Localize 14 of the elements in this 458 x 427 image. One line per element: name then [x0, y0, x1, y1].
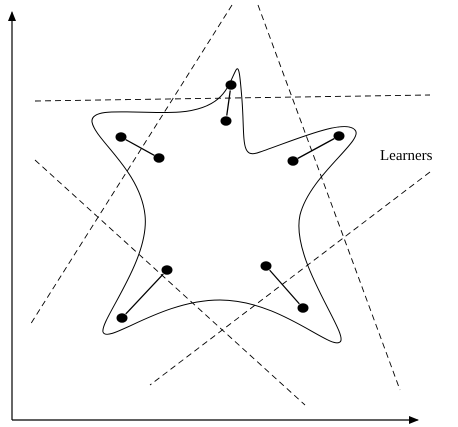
- series-label: Learners: [380, 148, 432, 165]
- data-point: [334, 131, 344, 141]
- data-point: [288, 156, 298, 166]
- data-point: [116, 313, 128, 323]
- data-point: [226, 80, 236, 90]
- data-point: [220, 116, 232, 126]
- data-point: [260, 261, 272, 271]
- data-point: [154, 153, 164, 163]
- connecting-line: [226, 90, 231, 116]
- data-point: [162, 265, 172, 275]
- connecting-line: [126, 139, 154, 156]
- connecting-line: [269, 270, 300, 304]
- data-point: [116, 132, 126, 142]
- data-point: [298, 303, 308, 313]
